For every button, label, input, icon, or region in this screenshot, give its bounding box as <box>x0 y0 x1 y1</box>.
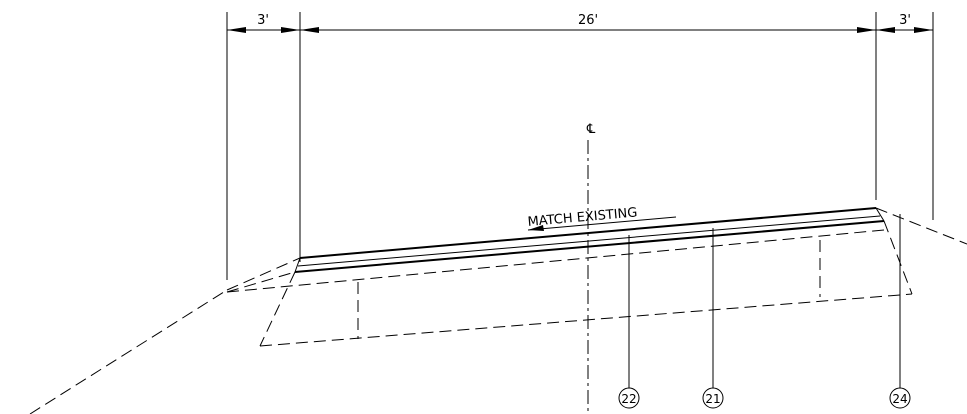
callout-22-label: 22 <box>621 392 636 406</box>
dim-left-shoulder: 3' <box>257 13 269 28</box>
arrow-left-shoulder-start <box>227 27 246 33</box>
pavement-bottom <box>294 220 885 273</box>
left-foreslope <box>29 289 228 414</box>
pavement-layer-line <box>297 215 881 267</box>
callout-21-label: 21 <box>705 392 720 406</box>
callout-24-label: 24 <box>892 392 907 406</box>
callout-24-circle <box>889 387 911 409</box>
arrow-right-shoulder-end <box>914 27 933 33</box>
match-existing-underline <box>527 216 677 231</box>
existing-ground-group <box>29 207 967 414</box>
arrow-right-shoulder-start <box>876 27 895 33</box>
callout-21-circle <box>702 387 724 409</box>
right-shoulder-slope <box>875 207 967 245</box>
dim-right-shoulder: 3' <box>899 13 911 28</box>
arrow-travelway-end <box>857 27 876 33</box>
existing-base-top <box>226 229 885 293</box>
existing-base-right-side <box>883 220 913 295</box>
left-shoulder-top <box>226 257 301 291</box>
match-existing-arrowhead <box>528 225 544 231</box>
centerline-group: ℄ <box>586 122 596 414</box>
arrow-left-shoulder-end <box>281 27 300 33</box>
arrow-travelway-start <box>300 27 319 33</box>
dim-travelway: 26' <box>578 13 598 28</box>
dimension-group: 3' 26' 3' <box>226 12 934 280</box>
existing-base-left-side <box>259 271 296 347</box>
left-shoulder-bottom <box>226 271 296 293</box>
pavement-group <box>294 207 885 273</box>
existing-base-bottom <box>259 293 913 347</box>
centerline-symbol: ℄ <box>586 122 596 137</box>
callout-22-circle <box>618 387 640 409</box>
pavement-surface <box>299 207 877 259</box>
pavement-right-end <box>875 207 885 222</box>
pavement-left-end <box>294 257 301 273</box>
match-existing-text: MATCH EXISTING <box>527 205 638 230</box>
callout-group: 22 21 24 <box>618 214 911 409</box>
